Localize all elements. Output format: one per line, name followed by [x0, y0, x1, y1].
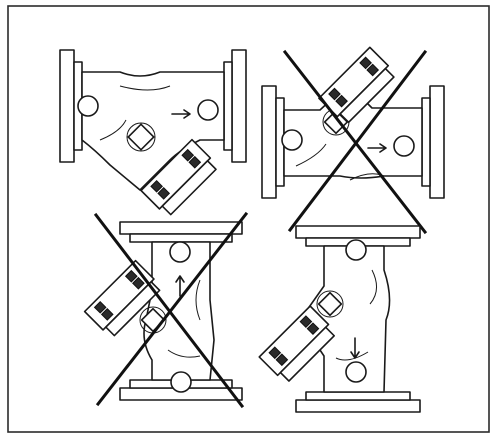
- cross-mark-b: [287, 49, 428, 233]
- valve-bottom-right-correct: [258, 225, 421, 413]
- valve-top-right-incorrect: [261, 46, 445, 235]
- cross-mark-d: [95, 211, 249, 407]
- valve-top-left-correct: [59, 49, 247, 216]
- valve-bottom-left-incorrect: [83, 211, 249, 409]
- diagram-border: [7, 5, 490, 433]
